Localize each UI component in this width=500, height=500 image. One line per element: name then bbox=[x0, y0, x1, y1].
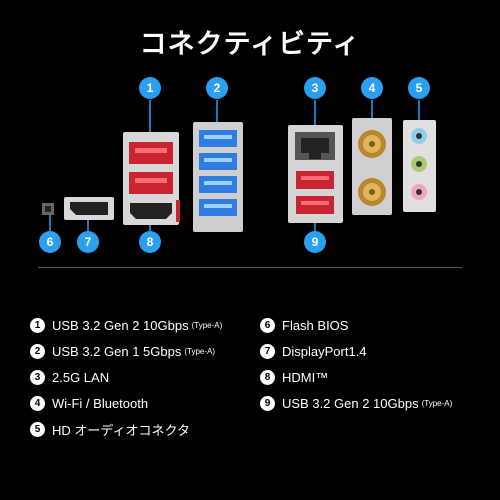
legend-note: (Type-A) bbox=[184, 346, 216, 356]
svg-text:7: 7 bbox=[85, 235, 92, 249]
legend-item: 6 Flash BIOS bbox=[260, 312, 452, 338]
audio-jack-port bbox=[403, 120, 436, 212]
legend-column-left: 1 USB 3.2 Gen 2 10Gbps (Type-A) 2 USB 3.… bbox=[30, 312, 222, 442]
legend-label: HD オーディオコネクタ bbox=[52, 422, 190, 438]
flash-bios-button bbox=[42, 203, 54, 215]
usb-blue-stack-port bbox=[193, 122, 243, 232]
legend-item: 4 Wi-Fi / Bluetooth bbox=[30, 390, 222, 416]
number-badge: 1 bbox=[30, 317, 45, 333]
svg-text:6: 6 bbox=[47, 235, 54, 249]
legend-note: (Type-A) bbox=[191, 320, 223, 330]
callout-4: 4 bbox=[361, 77, 383, 99]
hdmi-port bbox=[123, 198, 180, 225]
legend-label: USB 3.2 Gen 2 10Gbps bbox=[282, 395, 419, 411]
number-badge: 5 bbox=[30, 421, 45, 437]
number-badge: 2 bbox=[30, 343, 45, 359]
number-badge: 7 bbox=[260, 343, 275, 359]
legend-label: 2.5G LAN bbox=[52, 369, 110, 385]
number-badge: 4 bbox=[30, 395, 45, 411]
svg-text:9: 9 bbox=[312, 235, 319, 249]
legend-label: Wi-Fi / Bluetooth bbox=[52, 395, 149, 411]
callout-markers: 1 2 3 4 5 6 7 8 9 bbox=[39, 77, 430, 253]
callout-7: 7 bbox=[77, 231, 99, 253]
svg-text:2: 2 bbox=[214, 81, 221, 95]
legend-item: 9 USB 3.2 Gen 2 10Gbps (Type-A) bbox=[260, 390, 452, 416]
lan-usb-port bbox=[288, 125, 343, 223]
legend-item: 3 2.5G LAN bbox=[30, 364, 222, 390]
legend-column-right: 6 Flash BIOS 7 DisplayPort1.4 8 HDMI™ 9 … bbox=[260, 312, 452, 416]
svg-text:1: 1 bbox=[147, 81, 154, 95]
number-badge: 9 bbox=[260, 395, 275, 411]
io-panel-illustration: 1 2 3 4 5 6 7 8 9 bbox=[0, 70, 500, 280]
legend-label: USB 3.2 Gen 2 10Gbps bbox=[52, 317, 189, 333]
legend-note: (Type-A) bbox=[421, 398, 453, 408]
callout-3: 3 bbox=[304, 77, 326, 99]
callout-6: 6 bbox=[39, 231, 61, 253]
legend-label: DisplayPort1.4 bbox=[282, 343, 367, 359]
legend-label: HDMI™ bbox=[282, 369, 329, 385]
legend-item: 7 DisplayPort1.4 bbox=[260, 338, 452, 364]
usb-red-stack-port bbox=[123, 132, 179, 212]
number-badge: 8 bbox=[260, 369, 275, 385]
callout-9: 9 bbox=[304, 231, 326, 253]
svg-text:4: 4 bbox=[369, 81, 376, 95]
number-badge: 3 bbox=[30, 369, 45, 385]
callout-1: 1 bbox=[139, 77, 161, 99]
legend-item: 5 HD オーディオコネクタ bbox=[30, 416, 222, 442]
legend-label: Flash BIOS bbox=[282, 317, 349, 333]
svg-text:5: 5 bbox=[416, 81, 423, 95]
number-badge: 6 bbox=[260, 317, 275, 333]
callout-2: 2 bbox=[206, 77, 228, 99]
callout-8: 8 bbox=[139, 231, 161, 253]
legend-item: 2 USB 3.2 Gen 1 5Gbps (Type-A) bbox=[30, 338, 222, 364]
callout-5: 5 bbox=[408, 77, 430, 99]
legend-label: USB 3.2 Gen 1 5Gbps bbox=[52, 343, 182, 359]
legend-item: 8 HDMI™ bbox=[260, 364, 452, 390]
page-title: コネクティビティ bbox=[139, 29, 361, 60]
legend-item: 1 USB 3.2 Gen 2 10Gbps (Type-A) bbox=[30, 312, 222, 338]
svg-text:3: 3 bbox=[312, 81, 319, 95]
svg-text:8: 8 bbox=[147, 235, 154, 249]
displayport-port bbox=[64, 197, 114, 220]
divider bbox=[38, 267, 462, 268]
wifi-antenna-port bbox=[352, 118, 392, 215]
